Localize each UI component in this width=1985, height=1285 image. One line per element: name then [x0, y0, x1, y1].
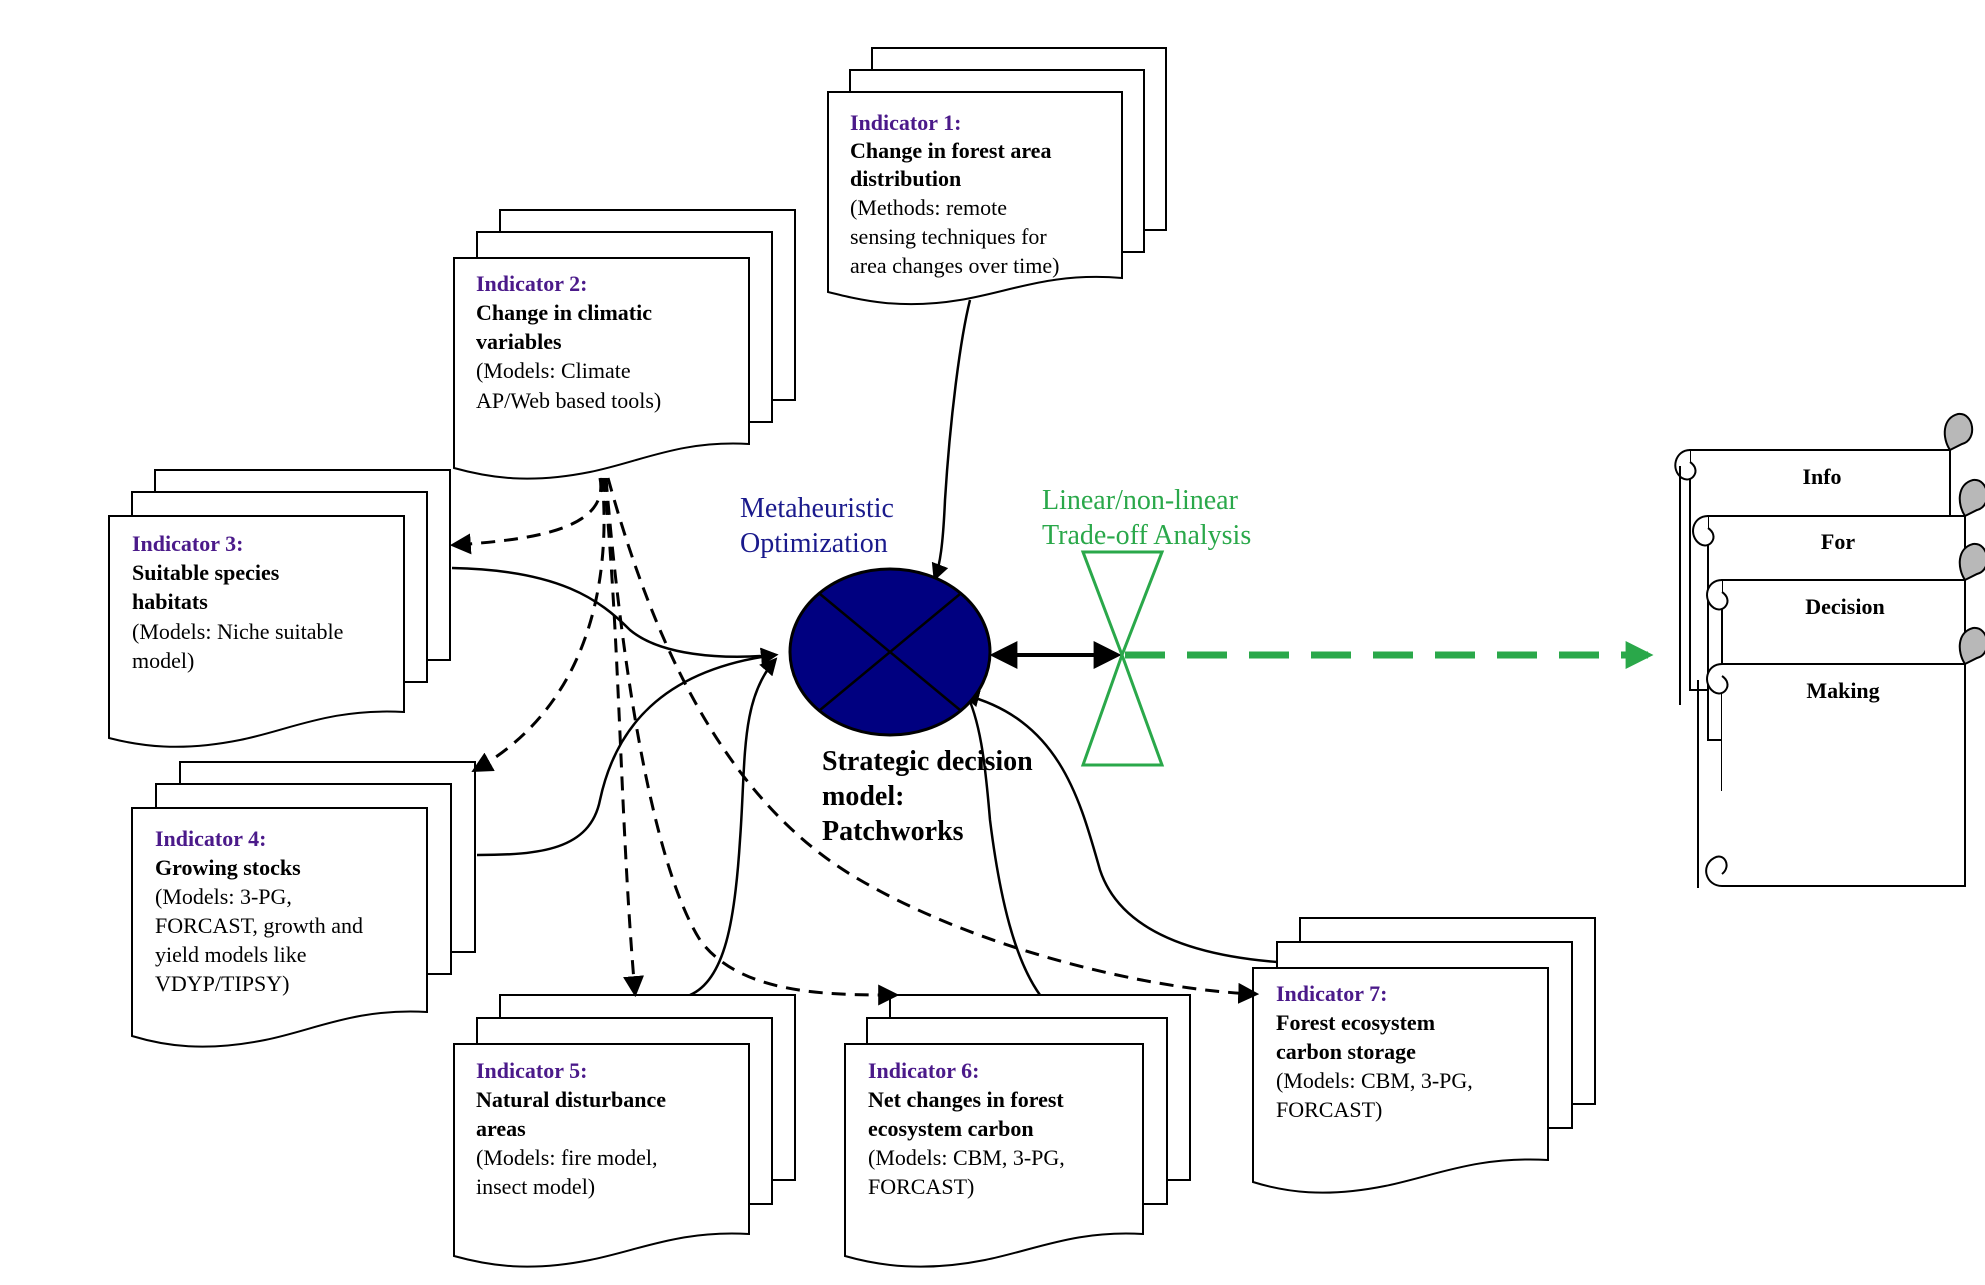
scroll-word-making: Making [1806, 678, 1879, 703]
scroll-word-info: Info [1802, 464, 1841, 489]
indicator-2-title-line-2: variables [476, 329, 562, 354]
indicator-4-heading: Indicator 4: [155, 826, 266, 851]
indicator-1-title-line-1: Change in forest area [850, 138, 1051, 163]
indicator-6-text-line-1: (Models: CBM, 3-PG, [868, 1145, 1065, 1170]
indicator-1-text-line-2: sensing techniques for [850, 224, 1047, 249]
connector-indicator-1-to-model [931, 299, 972, 582]
indicator-7-text-line-2: FORCAST) [1276, 1097, 1382, 1122]
connector-indicator-7-to-model [961, 690, 1278, 964]
indicator-2-text-line-1: (Models: Climate [476, 358, 631, 383]
indicator-5-heading: Indicator 5: [476, 1058, 587, 1083]
scroll-stack: Info For Decision Making [1674, 412, 1985, 888]
decision-model-label-line-2: model: [822, 781, 904, 812]
indicator-5-title-line-1: Natural disturbance [476, 1087, 666, 1112]
connector-indicator-3-to-model [451, 566, 779, 665]
tradeoff-label-line-1: Linear/non-linear [1042, 485, 1239, 516]
decision-model-label-line-3: Patchworks [822, 816, 964, 847]
indicator-3-text-line-1: (Models: Niche suitable [132, 619, 343, 644]
dashed-link-indicator-2-to-4 [471, 477, 606, 773]
indicator-5-card: Indicator 5: Natural disturbance areas (… [453, 994, 796, 1268]
indicator-6-card: Indicator 6: Net changes in forest ecosy… [844, 994, 1191, 1268]
indicator-4-card: Indicator 4: Growing stocks (Models: 3-P… [131, 761, 476, 1048]
indicator-1-text-line-1: (Methods: remote [850, 195, 1007, 220]
dashed-link-indicator-2-to-6 [604, 477, 900, 1006]
tradeoff-hourglass-icon [1080, 550, 1165, 767]
decision-model-label-line-1: Strategic decision [822, 746, 1033, 777]
indicator-1-title-line-2: distribution [850, 166, 961, 191]
indicator-7-card: Indicator 7: Forest ecosystem carbon sto… [1252, 917, 1596, 1194]
indicator-2-title-line-1: Change in climatic [476, 300, 652, 325]
indicator-5-text-line-1: (Models: fire model, [476, 1145, 657, 1170]
indicator-7-title-line-2: carbon storage [1276, 1039, 1416, 1064]
tradeoff-label-line-2: Trade-off Analysis [1042, 520, 1251, 551]
indicator-6-title-line-2: ecosystem carbon [868, 1116, 1034, 1141]
indicator-3-text-line-2: model) [132, 648, 194, 673]
indicator-1-text-line-3: area changes over time) [850, 253, 1060, 278]
indicator-3-title-line-2: habitats [132, 589, 208, 614]
optimization-label-line-2: Optimization [740, 528, 888, 559]
indicator-6-heading: Indicator 6: [868, 1058, 979, 1083]
indicator-3-card: Indicator 3: Suitable species habitats (… [108, 469, 451, 748]
indicator-3-heading: Indicator 3: [132, 531, 243, 556]
connector-indicator-5-to-model [689, 657, 778, 997]
indicator-4-text-line-2: FORCAST, growth and [155, 913, 363, 938]
indicator-3-title-line-1: Suitable species [132, 560, 280, 585]
indicator-4-title-line-1: Growing stocks [155, 855, 301, 880]
indicator-2-card: Indicator 2: Change in climatic variable… [453, 209, 796, 480]
indicator-4-text-line-1: (Models: 3-PG, [155, 884, 292, 909]
decision-model-node [788, 567, 992, 737]
indicator-4-text-line-3: yield models like [155, 942, 307, 967]
dashed-link-indicator-2-to-5 [602, 477, 645, 998]
scroll-word-for: For [1821, 529, 1855, 554]
scroll-word-decision: Decision [1805, 594, 1884, 619]
optimization-label-line-1: Metaheuristic [740, 493, 894, 524]
indicator-2-text-line-2: AP/Web based tools) [476, 388, 661, 413]
indicator-6-title-line-1: Net changes in forest [868, 1087, 1064, 1112]
indicator-7-heading: Indicator 7: [1276, 981, 1387, 1006]
indicator-7-text-line-1: (Models: CBM, 3-PG, [1276, 1068, 1473, 1093]
indicator-6-text-line-2: FORCAST) [868, 1174, 974, 1199]
indicator-2-heading: Indicator 2: [476, 271, 587, 296]
indicator-5-text-line-2: insect model) [476, 1174, 595, 1199]
dashed-link-indicator-2-to-3 [449, 477, 603, 555]
indicator-1-card: Indicator 1: Change in forest area distr… [827, 47, 1167, 306]
dashed-link-indicator-2-to-7 [606, 477, 1260, 1004]
indicator-5-title-line-2: areas [476, 1116, 526, 1141]
connector-indicator-4-to-model [476, 648, 779, 857]
indicator-4-text-line-4: VDYP/TIPSY) [155, 971, 289, 996]
indicator-1-heading: Indicator 1: [850, 110, 961, 135]
scroll-making: Making [1679, 466, 1985, 888]
indicator-7-title-line-1: Forest ecosystem [1276, 1010, 1435, 1035]
connector-indicator-6-to-model [963, 686, 1042, 996]
